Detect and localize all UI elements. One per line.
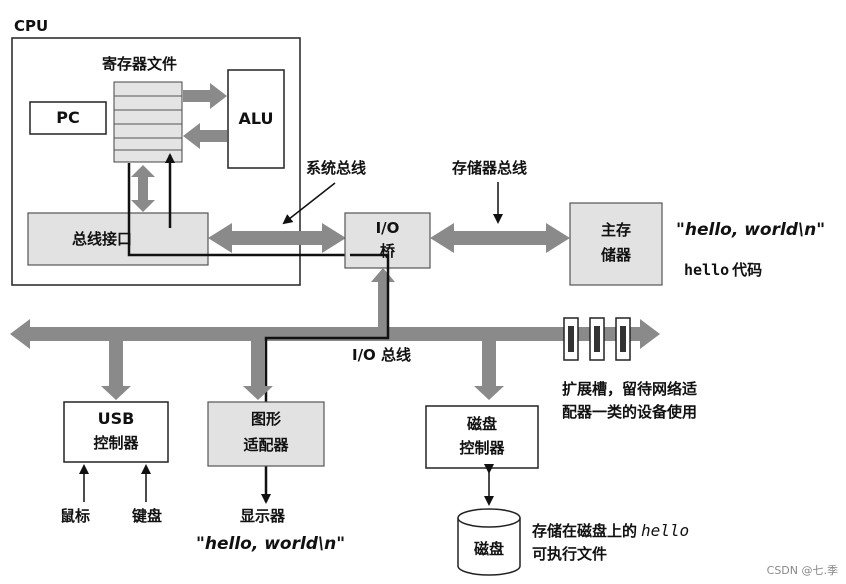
- pc-box: [29, 101, 107, 135]
- usb-controller-label-2: 控制器: [93, 434, 139, 452]
- alu-box: [227, 69, 285, 169]
- io-bus-to-graphics-arrow: [243, 341, 273, 400]
- cpu-frame: [11, 37, 301, 286]
- expansion-slots-label-2: 配器一类的设备使用: [562, 403, 698, 422]
- io-bridge-label-1: I/O: [375, 219, 400, 237]
- watermark: CSDN @七.季: [766, 564, 838, 577]
- disk-controller-label-2: 控制器: [459, 439, 505, 457]
- cpu-label: CPU: [14, 17, 49, 35]
- reg-to-alu-arrow: [183, 83, 227, 109]
- io-bus-to-disk-ctrl-arrow: [474, 341, 504, 400]
- keyboard-label: 键盘: [132, 507, 163, 525]
- disk-note-line2: 可执行文件: [532, 545, 608, 563]
- disk-cylinder: [457, 508, 521, 576]
- expansion-slots-label: 扩展槽，留待网络适 配器一类的设备使用: [562, 378, 697, 425]
- io-bus-label: I/O 总线: [352, 346, 412, 364]
- main-memory-label-2: 储器: [600, 246, 631, 264]
- memory-hello-string: "hello, world\n": [676, 220, 826, 240]
- memory-hello-code-name: hello: [684, 261, 730, 279]
- bridge-io-bus-arrow: [371, 268, 395, 328]
- graphics-adapter-label-1: 图形: [250, 410, 281, 428]
- disk-controller-box: [425, 405, 539, 469]
- expansion-slots: [563, 317, 631, 361]
- memory-bus-label: 存储器总线: [452, 159, 528, 177]
- bus-interface-label: 总线接口: [72, 230, 133, 248]
- disk-note-prefix: 存储在磁盘上的: [532, 522, 638, 540]
- disk-label: 磁盘: [473, 540, 504, 558]
- alu-to-reg-arrow: [183, 123, 227, 149]
- system-bus-label: 系统总线: [306, 159, 367, 177]
- io-bus-arrow: [10, 319, 660, 349]
- graphics-adapter-box: [207, 401, 325, 467]
- alu-label: ALU: [238, 109, 274, 128]
- main-memory-box: [569, 202, 663, 286]
- register-file-label: 寄存器文件: [102, 55, 178, 73]
- register-file: [113, 81, 183, 163]
- usb-controller-box: [63, 401, 169, 463]
- pc-label: PC: [56, 108, 80, 127]
- mouse-label: 鼠标: [60, 507, 91, 525]
- data-path-left: [127, 163, 350, 257]
- bus-interface-box: [27, 212, 209, 266]
- disk-note-hello: hello: [641, 521, 690, 540]
- io-bridge-label-2: 桥: [379, 242, 395, 260]
- usb-controller-label-1: USB: [97, 409, 135, 428]
- data-path-io: [261, 253, 390, 504]
- io-bus-to-usb-arrow: [101, 341, 131, 400]
- system-bus-pointer: [282, 182, 336, 225]
- disk-controller-label-1: 磁盘: [466, 415, 497, 433]
- display-hello-string: "hello, world\n": [196, 534, 346, 554]
- main-memory-label-1: 主存: [600, 221, 631, 239]
- reg-bus-interface-arrow: [131, 165, 155, 212]
- memory-hello-code-suffix: 代码: [732, 261, 763, 279]
- graphics-adapter-label-2: 适配器: [243, 436, 289, 454]
- system-bus-arrow: [208, 223, 346, 253]
- memory-bus-arrow: [430, 223, 570, 253]
- expansion-slots-label-1: 扩展槽，留待网络适: [562, 380, 698, 398]
- display-label: 显示器: [240, 507, 286, 525]
